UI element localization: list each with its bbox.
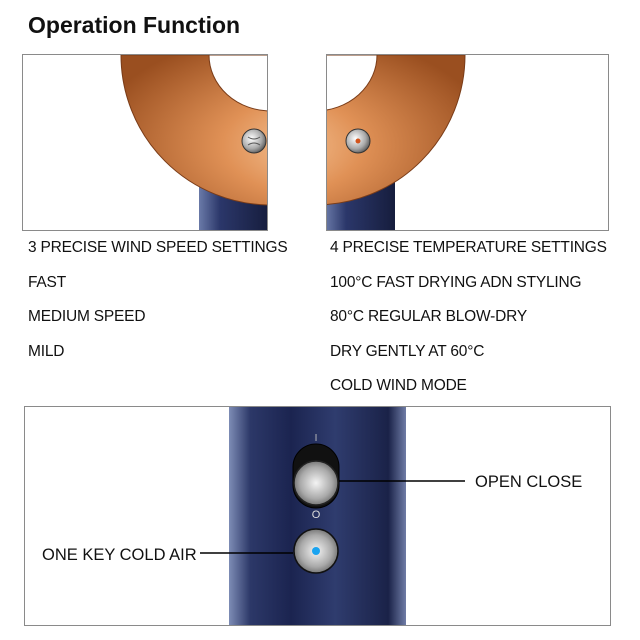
power-switch-icon (293, 460, 339, 506)
cold-air-callout-label: ONE KEY COLD AIR (42, 546, 197, 564)
wind-speed-list: 3 PRECISE WIND SPEED SETTINGS FAST MEDIU… (28, 238, 288, 376)
wind-speed-heading: 3 PRECISE WIND SPEED SETTINGS (28, 239, 288, 256)
temperature-item: COLD WIND MODE (330, 377, 467, 395)
wind-speed-item: MEDIUM SPEED (28, 308, 146, 326)
copper-ring (120, 55, 267, 206)
cold-air-indicator (312, 547, 320, 555)
temperature-heading: 4 PRECISE TEMPERATURE SETTINGS (330, 239, 607, 256)
page-title: Operation Function (28, 12, 241, 38)
temperature-photo (326, 54, 609, 231)
speed-button-icon (241, 128, 267, 154)
temperature-list: 4 PRECISE TEMPERATURE SETTINGS 100°C FAS… (330, 238, 607, 411)
temperature-item: DRY GENTLY AT 60°C (330, 342, 485, 360)
temperature-item: 100°C FAST DRYING ADN STYLING (330, 273, 582, 291)
wind-speed-item: MILD (28, 342, 65, 360)
copper-ring (327, 55, 466, 205)
power-callout-label: OPEN CLOSE (475, 473, 583, 491)
wind-speed-item: FAST (28, 273, 66, 291)
switch-on-mark: I (315, 433, 318, 444)
temperature-item: 80°C REGULAR BLOW-DRY (330, 308, 527, 326)
wind-speed-photo (22, 54, 268, 231)
handle-controls-photo: I O OPEN CLOSE ONE KEY COLD AIR (24, 406, 611, 626)
switch-off-mark: O (312, 509, 321, 521)
dryer-handle (229, 407, 406, 625)
